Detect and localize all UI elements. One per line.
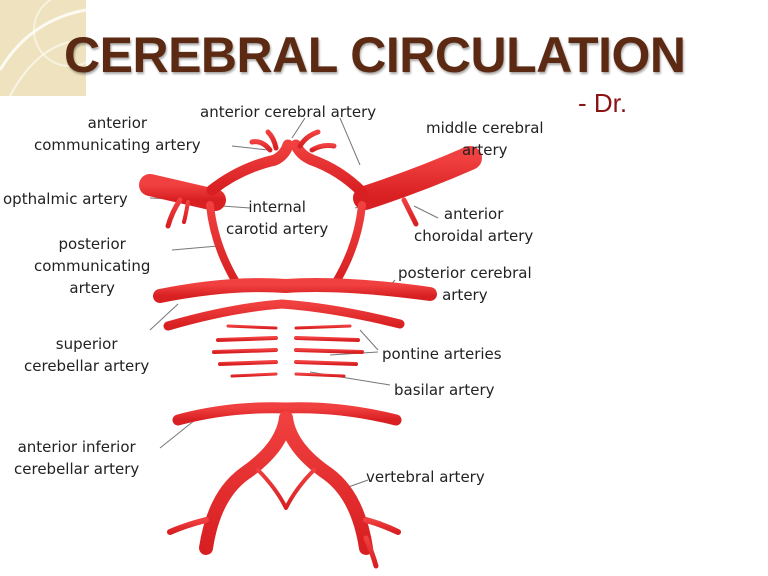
left-anterior-cerebral	[206, 139, 294, 196]
label-opthalmic-artery: opthalmic artery	[3, 190, 128, 208]
label-superior-cerebellar-artery: superior cerebellar artery	[24, 333, 149, 377]
label-line: artery	[69, 279, 115, 297]
pontine-right-1	[294, 324, 352, 330]
label-line: carotid artery	[226, 220, 329, 238]
label-posterior-cerebral-artery: posterior cerebral artery	[398, 262, 532, 306]
label-anterior-inferior-cerebellar-artery: anterior inferior cerebellar artery	[14, 436, 139, 480]
anterior-choroidal-branch	[401, 197, 419, 227]
left-posterior-communicating	[206, 201, 240, 286]
right-vertebral	[279, 411, 373, 555]
artery-network	[139, 129, 482, 569]
label-line: anterior inferior	[17, 438, 136, 456]
label-line: communicating artery	[34, 136, 201, 154]
right-anterior-cerebral	[290, 139, 368, 198]
label-anterior-communicating-artery: anterior communicating artery	[34, 112, 201, 156]
label-posterior-communicating-artery: posterior communicating artery	[34, 233, 150, 299]
label-line: superior	[55, 335, 118, 353]
left-vertebral	[199, 411, 293, 555]
label-line: cerebellar artery	[24, 357, 150, 375]
label-line: artery	[442, 286, 488, 304]
label-basilar-artery: basilar artery	[394, 381, 495, 399]
pontine-left-1	[226, 324, 278, 330]
label-line: cerebellar artery	[14, 460, 140, 478]
label-line: anterior	[443, 205, 504, 223]
label-internal-carotid-artery: internal carotid artery	[226, 196, 328, 240]
label-line: artery	[462, 141, 508, 159]
left-internal-carotid	[139, 174, 226, 211]
slide-title: CEREBRAL CIRCULATION	[64, 27, 686, 83]
label-line: posterior	[58, 235, 126, 253]
label-line: internal	[248, 198, 306, 216]
label-anterior-choroidal-artery: anterior choroidal artery	[414, 203, 533, 247]
opthalmic-branch	[165, 197, 183, 229]
label-line: anterior	[87, 114, 148, 132]
label-middle-cerebral-artery: middle cerebral artery	[426, 117, 544, 161]
label-line: communicating	[34, 257, 151, 275]
label-anterior-cerebral-artery: anterior cerebral artery	[200, 103, 377, 121]
label-vertebral-artery: vertebral artery	[366, 468, 485, 486]
anterior-spinal	[256, 468, 316, 510]
right-internal-carotid	[353, 146, 482, 210]
label-line: posterior cerebral	[398, 264, 532, 282]
right-posterior-communicating	[332, 201, 366, 286]
label-line: choroidal artery	[414, 227, 534, 245]
label-line: middle cerebral	[426, 119, 544, 137]
label-pontine-arteries: pontine arteries	[382, 345, 502, 363]
slide-subtitle: - Dr.	[578, 88, 628, 118]
anterior-inferior-cerebellar	[172, 402, 402, 426]
